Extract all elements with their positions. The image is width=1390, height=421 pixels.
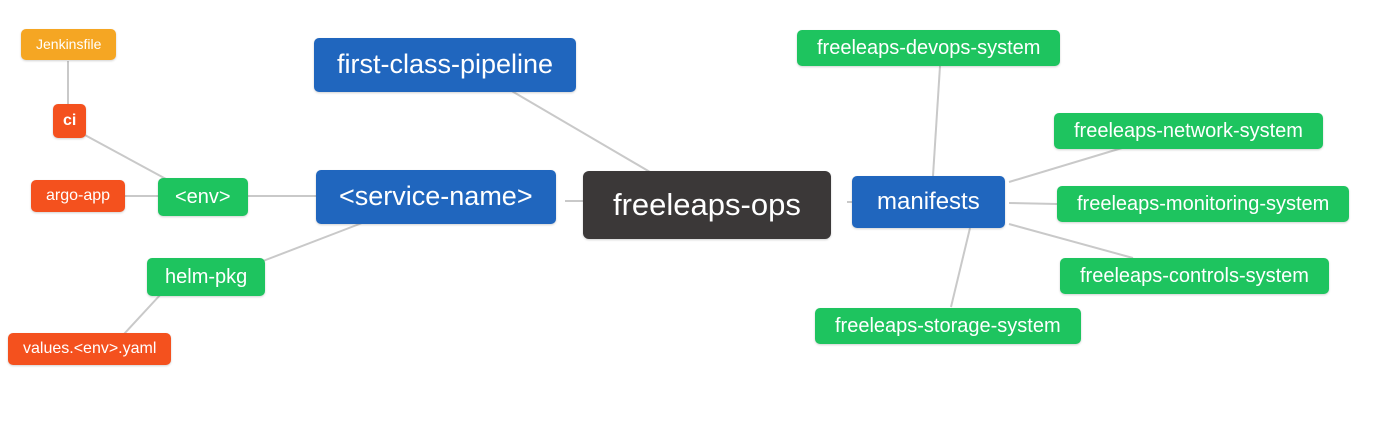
- node-freeleaps-ops-root[interactable]: freeleaps-ops: [583, 171, 831, 240]
- node-freeleaps-controls-system[interactable]: freeleaps-controls-system: [1060, 258, 1329, 294]
- node-service-name[interactable]: <service-name>: [316, 170, 556, 224]
- node-argo-app[interactable]: argo-app: [31, 180, 126, 212]
- node-manifests[interactable]: manifests: [852, 176, 1005, 229]
- node-env[interactable]: <env>: [158, 178, 248, 216]
- edge-ci-env: [82, 133, 167, 180]
- node-freeleaps-storage-system[interactable]: freeleaps-storage-system: [815, 308, 1081, 344]
- edge-manifests-devops: [932, 65, 941, 177]
- node-first-class-pipeline[interactable]: first-class-pipeline: [314, 38, 577, 92]
- node-ci[interactable]: ci: [53, 104, 87, 138]
- edge-manifests-network: [1008, 147, 1123, 183]
- edge-manifests-monitoring: [1008, 202, 1058, 205]
- node-values-env-yaml[interactable]: values.<env>.yaml: [8, 333, 172, 365]
- edge-helmpkg-servicename: [262, 222, 363, 262]
- edge-values-helmpkg: [123, 293, 162, 335]
- node-helm-pkg[interactable]: helm-pkg: [147, 258, 266, 296]
- node-freeleaps-monitoring-system[interactable]: freeleaps-monitoring-system: [1057, 186, 1350, 222]
- node-jenkinsfile[interactable]: Jenkinsfile: [21, 29, 117, 61]
- edge-manifests-controls: [1008, 223, 1134, 259]
- edge-firstclass-root: [509, 89, 651, 173]
- node-freeleaps-devops-system[interactable]: freeleaps-devops-system: [797, 30, 1061, 66]
- node-freeleaps-network-system[interactable]: freeleaps-network-system: [1054, 113, 1323, 149]
- edge-manifests-storage: [950, 227, 971, 308]
